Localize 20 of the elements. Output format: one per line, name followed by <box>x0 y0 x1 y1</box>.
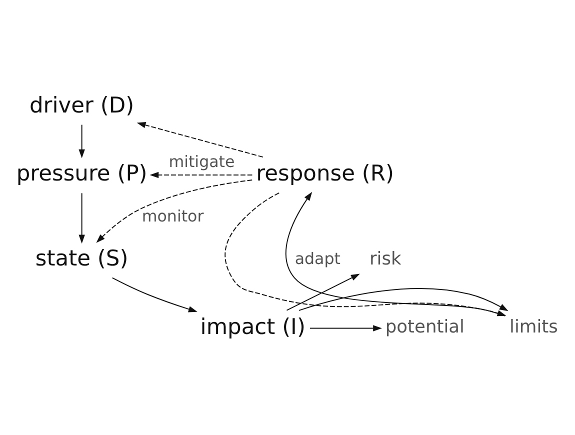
arrow <box>150 172 253 178</box>
arrow <box>78 192 85 244</box>
node-text: state (S) <box>35 246 128 272</box>
arrow <box>96 180 253 243</box>
arrow <box>310 325 382 332</box>
arrow <box>112 277 198 312</box>
arrow <box>286 274 360 311</box>
edge-label: adapt <box>294 248 340 268</box>
arrow <box>78 124 85 158</box>
node-text: potential <box>385 316 464 338</box>
arrow <box>298 288 508 312</box>
edge-label: monitor <box>142 206 204 226</box>
edge-label: mitigate <box>168 152 235 171</box>
node-text: driver (D) <box>30 93 134 118</box>
node-text: impact (I) <box>200 314 306 340</box>
node-text: pressure (P) <box>16 162 148 187</box>
node-text: limits <box>510 316 558 338</box>
arrow <box>136 122 264 158</box>
node-text: risk <box>369 248 402 270</box>
node-text: response (R) <box>256 162 394 187</box>
